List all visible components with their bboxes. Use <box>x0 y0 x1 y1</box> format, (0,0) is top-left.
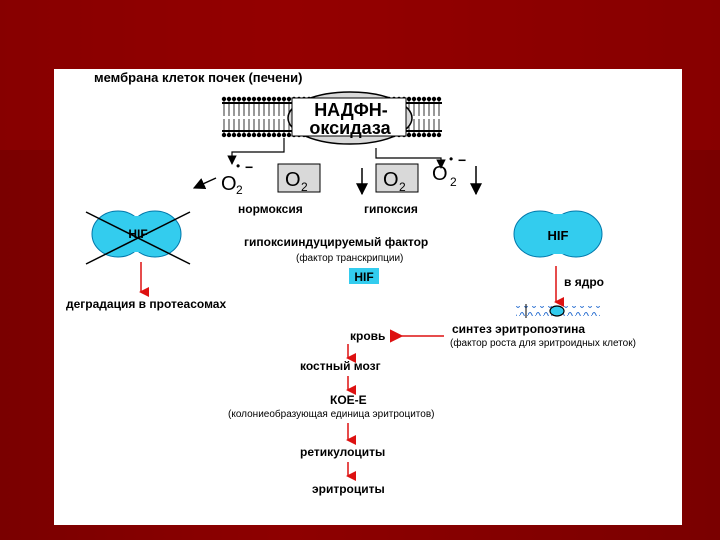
hif-center-box: HIF <box>349 268 379 284</box>
enzyme-name-line1: НАДФН- <box>314 100 388 120</box>
lipid-part <box>227 133 231 137</box>
lipid-part <box>242 133 246 137</box>
lipid-part <box>282 133 286 137</box>
oxygen-left-symbol: O <box>285 169 301 191</box>
lipid-part <box>412 133 416 137</box>
reticulocytes-label: ретикулоциты <box>300 445 385 459</box>
lipid-part <box>267 97 271 101</box>
lipid-part <box>257 97 261 101</box>
to-nucleus-label: в ядро <box>564 275 604 289</box>
lipid-part <box>437 97 441 101</box>
lipid-part <box>237 133 241 137</box>
membrane-title: мембрана клеток почек (печени) <box>94 70 302 85</box>
oxygen-left-subscript: 2 <box>301 180 308 194</box>
oxygen-right-symbol: O <box>383 169 399 191</box>
lipid-part <box>222 133 226 137</box>
superoxide-left: O 2 • − <box>194 159 253 197</box>
factor-subtitle: (фактор транскрипции) <box>296 252 403 264</box>
radical-dot-right: • <box>449 152 453 166</box>
lipid-part <box>237 97 241 101</box>
lipid-part <box>437 133 441 137</box>
epo-synthesis-label: синтез эритропоэтина <box>452 322 585 336</box>
cfu-e-full-label: (колониеобразующая единица эритроцитов) <box>228 408 434 420</box>
superoxide-right-symbol: O <box>432 163 448 185</box>
lipid-part <box>432 133 436 137</box>
lipid-part <box>252 97 256 101</box>
enzyme-name-line2: оксидаза <box>309 118 391 138</box>
lipid-part <box>417 97 421 101</box>
radical-minus-right: − <box>458 152 466 168</box>
erythrocytes-label: эритроциты <box>312 482 385 496</box>
lipid-part <box>427 97 431 101</box>
lipid-part <box>242 97 246 101</box>
nadph-oxidase: НАДФН- оксидаза <box>288 92 412 144</box>
hif-center-label: HIF <box>354 270 373 284</box>
oxygen-right-subscript: 2 <box>399 180 406 194</box>
factor-title: гипоксииндуцируемый фактор <box>244 235 428 249</box>
lipid-part <box>287 133 291 137</box>
radical-minus-left: − <box>245 159 253 175</box>
lipid-part <box>227 97 231 101</box>
lipid-part <box>267 133 271 137</box>
lipid-part <box>277 133 281 137</box>
degradation-label: деградация в протеасомах <box>66 297 226 311</box>
normoxia-label: нормоксия <box>238 202 303 216</box>
hypoxia-label: гипоксия <box>364 202 418 216</box>
lipid-part <box>407 97 411 101</box>
lipid-part <box>262 97 266 101</box>
bone-marrow-label: костный мозг <box>300 359 381 373</box>
lipid-part <box>257 133 261 137</box>
lipid-part <box>272 133 276 137</box>
hif-degraded: HIF <box>86 211 190 264</box>
superoxide-right-subscript: 2 <box>450 175 457 189</box>
lipid-part <box>282 97 286 101</box>
lipid-part <box>277 97 281 101</box>
blood-label: кровь <box>350 329 385 343</box>
lipid-part <box>247 133 251 137</box>
hif-active: HIF <box>514 211 602 257</box>
oxygen-left: O 2 <box>278 164 320 194</box>
lipid-part <box>432 97 436 101</box>
lipid-part <box>287 97 291 101</box>
epo-subtitle: (фактор роста для эритроидных клеток) <box>450 337 636 349</box>
lipid-part <box>417 133 421 137</box>
lipid-part <box>252 133 256 137</box>
lipid-part <box>232 133 236 137</box>
radical-dot-left: • <box>236 159 240 173</box>
dna-strand <box>516 304 600 318</box>
lipid-part <box>247 97 251 101</box>
lipid-part <box>422 133 426 137</box>
lipid-part <box>427 133 431 137</box>
lipid-part <box>412 97 416 101</box>
lipid-part <box>232 97 236 101</box>
lipid-part <box>407 133 411 137</box>
lipid-part <box>222 97 226 101</box>
superoxide-left-symbol: O <box>221 173 237 195</box>
oxygen-right: O 2 <box>376 164 418 194</box>
lipid-part <box>272 97 276 101</box>
lipid-part <box>262 133 266 137</box>
cfu-e-label: КОЕ-Е <box>330 393 367 407</box>
superoxide-left-subscript: 2 <box>236 183 243 197</box>
hif-right-label: HIF <box>548 228 569 243</box>
lipid-part <box>422 97 426 101</box>
